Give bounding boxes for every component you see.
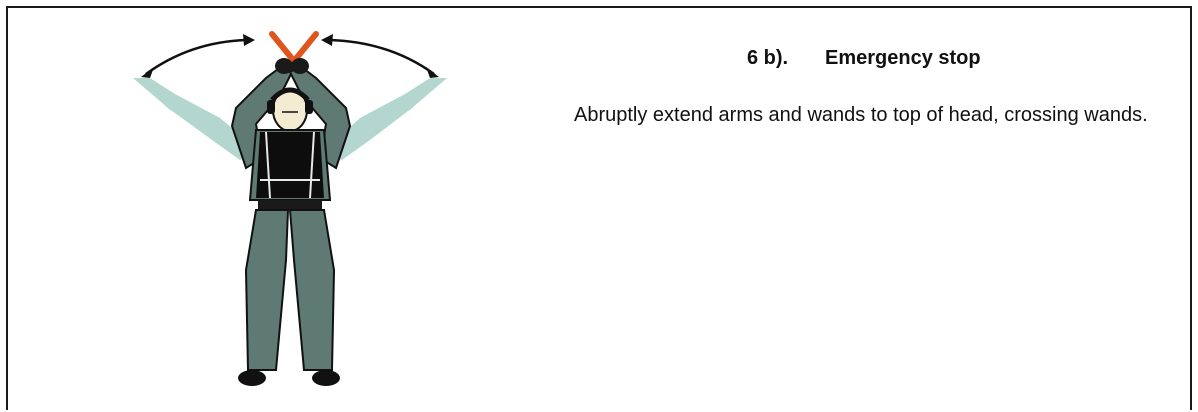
motion-arrow-icon — [145, 38, 435, 76]
torso — [248, 129, 332, 210]
marshaller-figure-icon — [133, 31, 447, 386]
hands — [275, 58, 309, 74]
arrowheads — [141, 34, 439, 78]
signal-panel — [6, 6, 1192, 410]
ghost-arms — [133, 78, 447, 160]
signal-number: 6 b). — [747, 47, 789, 69]
signal-heading: 6 b). Emergency stop — [747, 47, 981, 70]
head — [267, 87, 313, 132]
raised-arms — [230, 64, 352, 170]
shoes — [238, 370, 340, 386]
signal-title: Emergency stop — [825, 47, 981, 69]
legs — [244, 209, 336, 371]
signal-description: Abruptly extend arms and wands to top of… — [574, 104, 1148, 126]
